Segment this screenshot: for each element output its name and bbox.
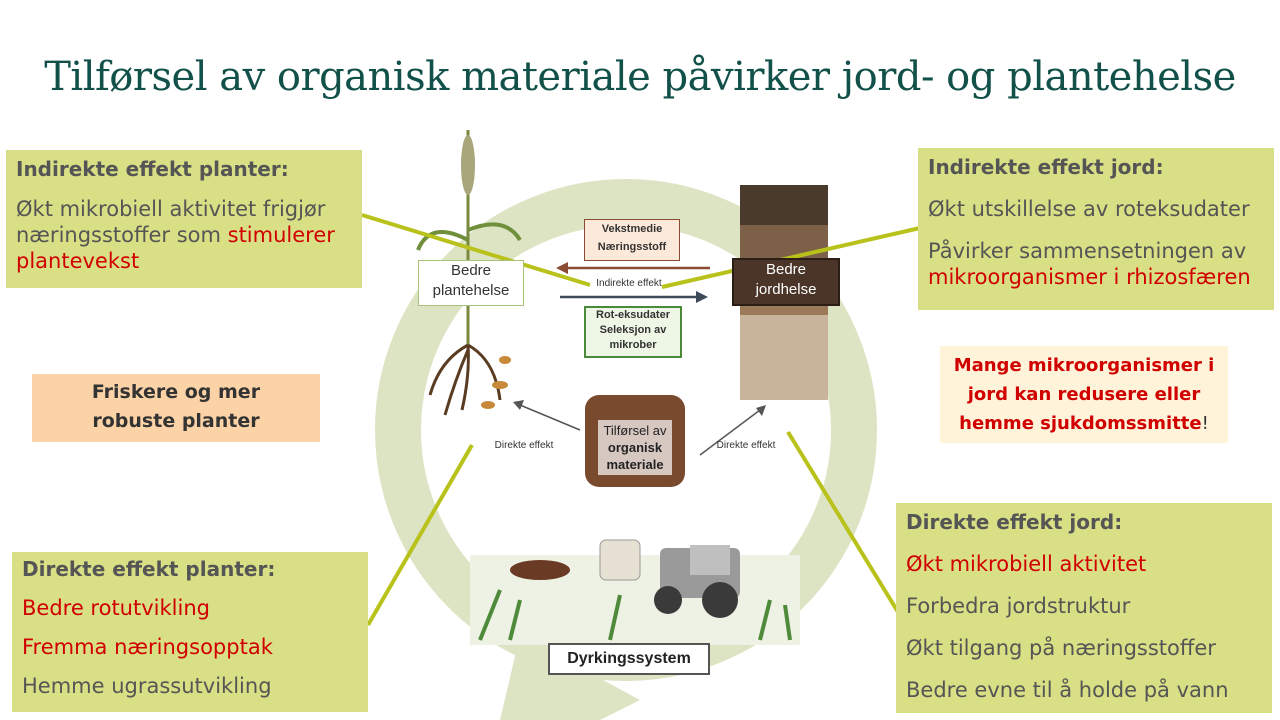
indirect-soil-item-1: Økt utskillelse av roteksudater: [928, 197, 1250, 221]
soil-health-label: Bedre jordhelse: [732, 258, 840, 306]
direct-plants-item-3: Hemme ugrassutvikling: [22, 674, 272, 698]
microbes-disease-box: Mange mikroorganismer i jord kan reduser…: [940, 346, 1228, 443]
indirect-plants-text-a: Økt mikrobiell aktivitet frigjør nærings…: [16, 197, 326, 247]
plant-health-label: Bedre plantehelse: [418, 260, 524, 306]
direct-soil-item-3: Økt tilgang på næringsstoffer: [906, 636, 1216, 660]
microbes-disease-excl: !: [1201, 413, 1209, 434]
organic-matter-line-1: Tilførsel av: [603, 423, 667, 438]
indirect-effect-plants-box: Indirekte effekt planter: Økt mikrobiell…: [6, 150, 362, 288]
robust-plants-box: Friskere og mer robuste planter: [32, 374, 320, 442]
indirect-effect-label: Indirekte effekt: [596, 278, 662, 289]
indirect-soil-item-2: Påvirker sammensetningen av mikroorganis…: [928, 238, 1264, 290]
effect-arrows: [513, 262, 766, 456]
direct-effect-left-label: Direkte effekt: [494, 440, 554, 451]
direct-plants-heading: Direkte effekt planter:: [22, 557, 276, 581]
growth-medium-label: Vekstmedie Næringsstoff: [584, 219, 680, 261]
indirect-soil-item-2b: mikroorganismer i rhizosfæren: [928, 265, 1251, 289]
cropping-system-label: Dyrkingssystem: [548, 643, 710, 675]
direct-plants-item-1: Bedre rotutvikling: [22, 596, 210, 620]
organic-matter-line-2: organisk: [607, 440, 663, 455]
direct-soil-item-2: Forbedra jordstruktur: [906, 594, 1131, 618]
organic-matter-line-3: materiale: [606, 457, 664, 472]
direct-soil-item-1: Økt mikrobiell aktivitet: [906, 552, 1147, 576]
indirect-plants-text-b: stimulerer plantevekst: [16, 223, 335, 273]
cycle-arrowhead: [500, 635, 640, 720]
direct-soil-item-4: Bedre evne til å holde på vann: [906, 678, 1229, 702]
indirect-plants-heading: Indirekte effekt planter:: [16, 157, 289, 181]
connector-lines: [361, 213, 921, 627]
indirect-plants-text: Økt mikrobiell aktivitet frigjør nærings…: [16, 196, 352, 274]
direct-plants-item-2: Fremma næringsopptak: [22, 635, 273, 659]
indirect-soil-heading: Indirekte effekt jord:: [928, 155, 1164, 179]
root-exudates-label: Rot-eksudater Seleksjon av mikrober: [584, 306, 682, 358]
direct-soil-heading: Direkte effekt jord:: [906, 510, 1123, 534]
direct-effect-soil-box: Direkte effekt jord: Økt mikrobiell akti…: [896, 503, 1272, 713]
indirect-effect-soil-box: Indirekte effekt jord: Økt utskillelse a…: [918, 148, 1274, 310]
microbes-disease-text: Mange mikroorganismer i jord kan reduser…: [953, 355, 1215, 434]
indirect-soil-item-2a: Påvirker sammensetningen av: [928, 239, 1247, 263]
direct-effect-plants-box: Direkte effekt planter: Bedre rotutvikli…: [12, 552, 368, 712]
page-title: Tilførsel av organisk materiale påvirker…: [44, 54, 1236, 100]
farm-illustration: [470, 539, 800, 645]
organic-matter-label: Tilførsel av organisk materiale: [598, 420, 672, 475]
direct-effect-right-label: Direkte effekt: [716, 440, 776, 451]
